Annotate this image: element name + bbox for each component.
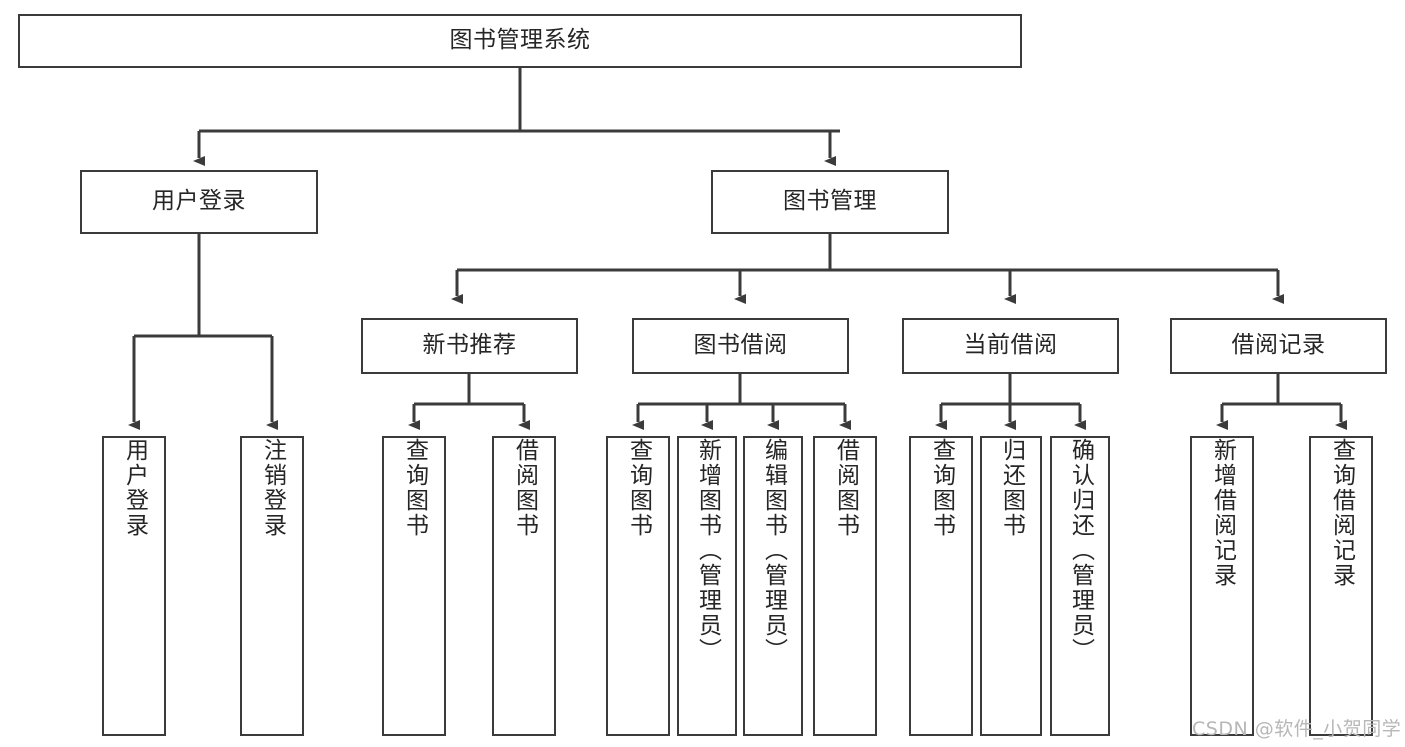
leaf-query-book-recommend[interactable]: 查询图书 (382, 436, 446, 736)
node-label: 注销登录 (259, 438, 286, 538)
leaf-borrow-book[interactable]: 借阅图书 (813, 436, 877, 736)
node-label: 查询图书 (401, 438, 428, 538)
node-label: 借阅图书 (511, 438, 538, 538)
node-current-borrow[interactable]: 当前借阅 (902, 318, 1119, 374)
node-label: 新增借阅记录 (1209, 438, 1236, 588)
node-book-borrow[interactable]: 图书借阅 (632, 318, 849, 374)
leaf-query-borrow-record[interactable]: 查询借阅记录 (1309, 436, 1373, 736)
node-label: 借阅图书 (832, 438, 859, 538)
node-label: 查询图书 (625, 438, 652, 538)
node-label: 借阅记录 (1231, 332, 1326, 359)
node-label: 图书借阅 (693, 332, 788, 359)
node-label: 新书推荐 (422, 332, 517, 359)
node-label: 当前借阅 (963, 332, 1058, 359)
leaf-add-borrow-record[interactable]: 新增借阅记录 (1190, 436, 1254, 736)
node-label: 用户登录 (121, 438, 148, 538)
leaf-query-book-current[interactable]: 查询图书 (909, 436, 973, 736)
leaf-return-book[interactable]: 归还图书 (980, 436, 1042, 736)
node-label: 查询图书 (928, 438, 955, 538)
leaf-logout[interactable]: 注销登录 (240, 436, 304, 736)
node-label: 新增图书（管理员） (694, 438, 721, 663)
node-label: 查询借阅记录 (1328, 438, 1355, 588)
leaf-add-book-admin[interactable]: 新增图书（管理员） (677, 436, 737, 736)
node-label: 确认归还（管理员） (1067, 438, 1094, 663)
node-root-system[interactable]: 图书管理系统 (18, 14, 1022, 68)
node-borrow-record[interactable]: 借阅记录 (1170, 318, 1387, 374)
node-user-login[interactable]: 用户登录 (80, 170, 318, 234)
node-new-book-recommend[interactable]: 新书推荐 (361, 318, 578, 374)
node-label: 图书管理 (783, 188, 877, 215)
node-label: 图书管理系统 (449, 27, 591, 54)
node-label: 用户登录 (152, 188, 246, 215)
leaf-query-book-borrow[interactable]: 查询图书 (606, 436, 670, 736)
node-label: 编辑图书（管理员） (760, 438, 787, 663)
leaf-borrow-book-recommend[interactable]: 借阅图书 (492, 436, 556, 736)
node-book-management[interactable]: 图书管理 (711, 170, 949, 234)
leaf-edit-book-admin[interactable]: 编辑图书（管理员） (743, 436, 803, 736)
leaf-confirm-return-admin[interactable]: 确认归还（管理员） (1050, 436, 1110, 736)
csdn-watermark: CSDN @软件_小贺同学 (1192, 718, 1402, 740)
leaf-user-login[interactable]: 用户登录 (102, 436, 166, 736)
node-label: 归还图书 (998, 438, 1025, 538)
